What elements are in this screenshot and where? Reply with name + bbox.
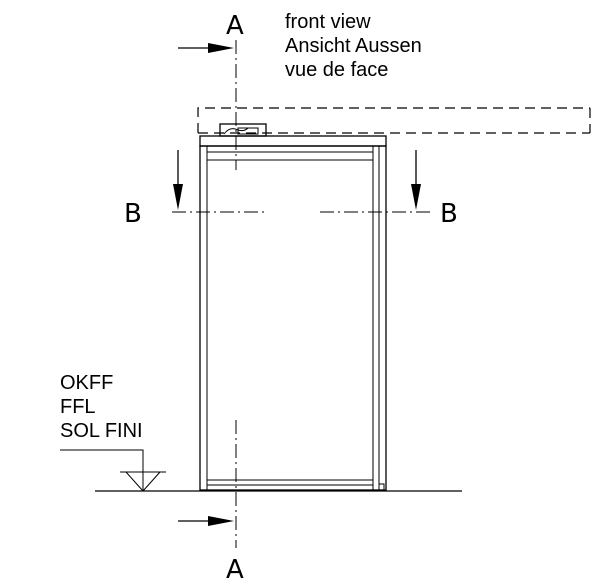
door-frame	[199, 145, 387, 491]
floor-level-marker	[60, 449, 166, 492]
floor-label-en: FFL	[60, 396, 96, 418]
section-b-left-label: B	[124, 199, 142, 229]
section-b-arrow-left	[173, 150, 183, 210]
section-a-bottom-label: A	[226, 555, 244, 581]
section-b-right-label: B	[440, 199, 458, 229]
view-title-en: front view	[285, 11, 371, 33]
floor-label-fr: SOL FINI	[60, 420, 143, 442]
top-fitting	[219, 123, 267, 137]
dashed-head-outline	[197, 107, 591, 134]
section-a-arrow-bottom	[178, 516, 234, 526]
section-b-arrow-right	[411, 150, 421, 210]
head-plate	[199, 135, 387, 147]
view-title-de: Ansicht Aussen	[285, 35, 422, 57]
floor-label-de: OKFF	[60, 372, 113, 394]
section-a-arrow-top	[178, 43, 234, 53]
section-a-top-label: A	[226, 11, 244, 41]
view-title-fr: vue de face	[285, 59, 388, 81]
